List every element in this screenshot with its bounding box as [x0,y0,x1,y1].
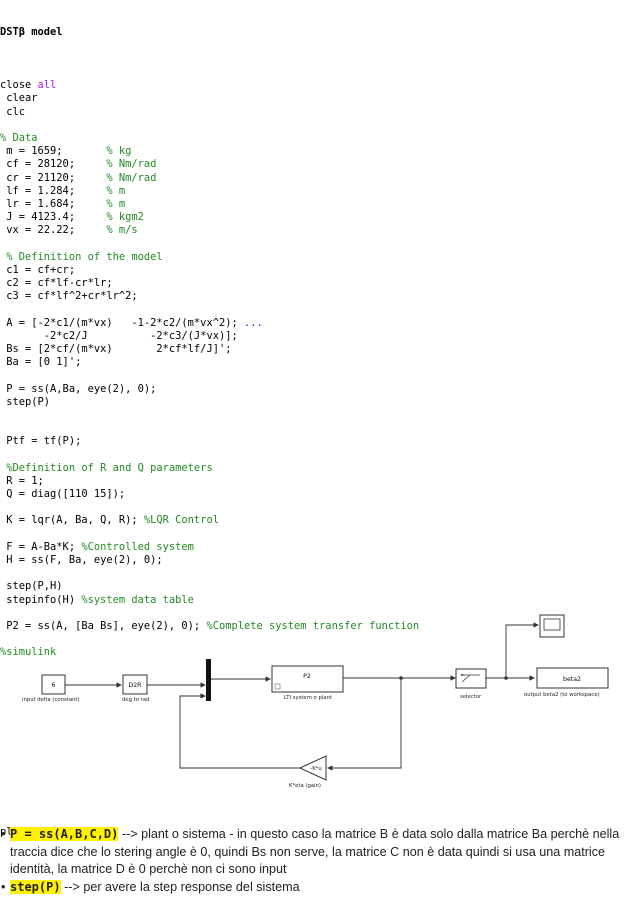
gain-label: K*eta (gain) [289,783,321,789]
code-line: lf = 1.284; % m [0,184,126,197]
code-line [0,409,634,422]
plant-label: LTI system o plant [284,695,332,701]
code-line: %Definition of R and Q parameters [6,461,213,474]
plant-block[interactable]: P2 [271,665,344,693]
code-line: lr = 1.684; % m [0,197,126,210]
code-line: Ptf = tf(P); [0,435,82,448]
signal-wires [65,622,539,771]
code-line: step(P,H) [0,580,63,593]
page-title: DSTβ model [0,26,63,39]
code-line [0,119,634,132]
code-line: P = ss(A,Ba, eye(2), 0); [0,382,157,395]
code-line: P2 = ss(A, [Ba Bs], eye(2), 0); %Complet… [0,619,420,632]
notes-section: • P = ss(A,B,C,D) --> plant o sistema - … [0,826,634,896]
code-line [0,369,634,382]
code-line [0,448,634,461]
selector-label: selector [460,694,482,700]
code-line: Ba = [0 1]'; [0,356,82,369]
code-line [0,422,634,435]
note-item: • P = ss(A,B,C,D) --> plant o sistema - … [0,826,634,879]
code-line: c2 = cf*lf-cr*lr; [0,277,113,289]
note-item: • step(P) --> per avere la step response… [0,879,634,897]
code-line: % Data [0,131,38,144]
code-line: clc [0,105,26,118]
code-line: J = 4123.4; % kgm2 [0,211,144,224]
bullet-icon: • [1,827,6,841]
code-line: c3 = cf*lf^2+cr*lr^2; [0,290,138,303]
d2r-text: D2R [128,682,142,689]
selector-block[interactable] [455,668,487,689]
d2r-label: deg to rad [122,697,149,703]
constant-value: 6 [52,682,56,689]
code-line: close all [0,79,57,92]
gain-block[interactable]: -K*u [298,755,327,781]
simulink-diagram: 6 input delta (constant) D2R deg to rad … [22,614,609,789]
code-line: m = 1659; % kg [0,145,132,158]
code-line [0,66,634,79]
code-line: clear [0,92,38,105]
constant-label: input delta (constant) [22,697,80,703]
code-editor: DSTβ model close all clear clc % Data m … [0,26,634,659]
note-text: --> plant o sistema - in questo caso la … [10,827,620,876]
code-line: cf = 28120; % Nm/rad [0,158,157,171]
code-line [0,237,634,250]
code-line [0,528,634,541]
code-line: cr = 21120; % Nm/rad [0,171,157,184]
code-line [0,567,634,580]
code-block-top: close all clear clc % Data m = 1659; % k… [0,66,634,659]
code-line: stepinfo(H) %system data table [0,593,194,606]
code-line: %simulink [0,646,57,659]
note-code: P = ss(A,B,C,D) [10,827,119,841]
code-line: H = ss(F, Ba, eye(2), 0); [0,553,163,566]
plant-text: P2 [303,673,311,680]
code-line: c1 = cf+cr; [0,263,76,276]
output-label: output beta2 (to workspace) [524,692,600,698]
code-line [0,303,634,316]
code-line: Bs = [2*cf/(m*vx) 2*cf*lf/J]'; [0,342,232,355]
code-line: F = A-Ba*K; %Controlled system [0,540,194,553]
code-line: % Definition of the model [6,250,163,263]
constant-block[interactable]: 6 [41,674,66,695]
code-line: -2*c2/J -2*c3/(J*vx)]; [0,329,238,342]
gain-text: -K*u [310,766,321,772]
code-line: K = lqr(A, Ba, Q, R); %LQR Control [0,514,219,527]
code-line: step(P) [0,395,51,408]
note-code: step(P) [10,879,61,894]
mux-block[interactable] [206,659,211,701]
code-line [0,501,634,514]
output-text: beta2 [563,676,581,683]
note-text: --> per avere la step response del siste… [60,879,300,894]
code-line: Q = diag([110 15]); [0,488,126,500]
code-line: R = 1; [0,474,44,487]
to-workspace-block[interactable]: beta2 [536,667,609,689]
d2r-block[interactable]: D2R [122,674,148,695]
scope-block[interactable] [539,614,565,638]
bullet-icon: • [1,879,6,894]
code-line: A = [-2*c1/(m*vx) -1-2*c2/(m*vx^2); ... [0,316,263,329]
code-line: vx = 22.22; % m/s [0,224,138,237]
